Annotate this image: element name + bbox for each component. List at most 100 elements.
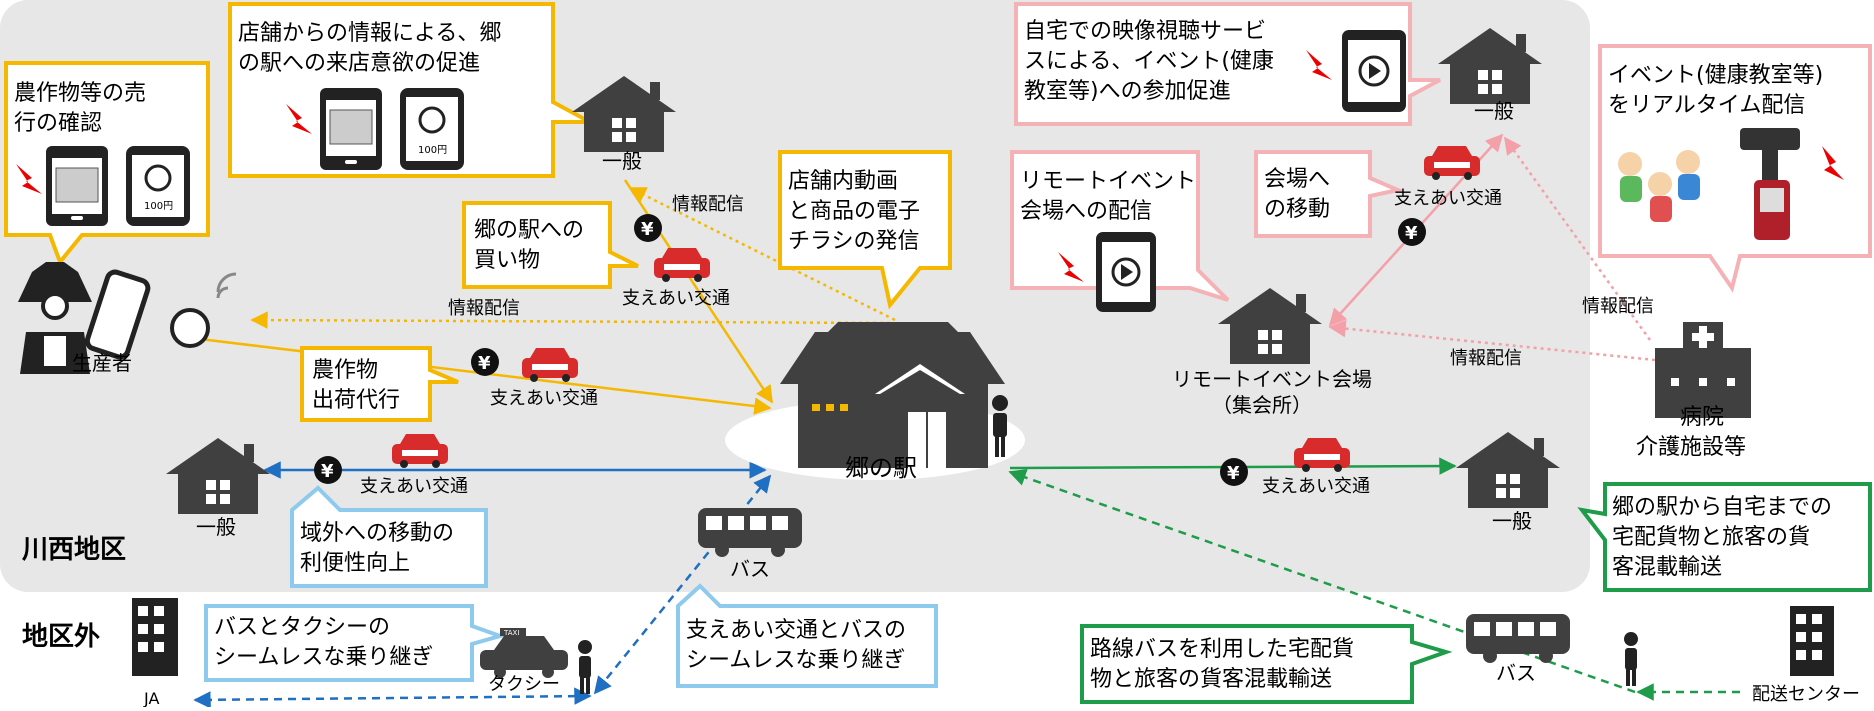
svg-text:店舗からの情報による、郷の駅への来店意欲の促進: 店舗からの情報による、郷の駅への来店意欲の促進 [238,21,501,76]
callout-outside-move-line2: 利便性向上 [300,551,410,576]
yen-icon: ¥ [1398,218,1426,246]
house-label: 一般 [196,515,236,539]
farmer-icon [18,262,92,374]
tablet-shop-icon [320,88,382,170]
callout-shop-video-line1: 店舗内動画 [788,169,898,194]
info-line-venue [1328,319,1656,362]
callout-bus-taxi-line2: シームレスな乗り継ぎ [214,645,433,670]
lightning-icon-3 [1306,50,1332,80]
delivery-center-icon [1790,606,1834,676]
support-transport-label: 支えあい交通 [360,476,468,497]
video-tablet-icon-2 [1096,232,1156,312]
callout-crop-ship-line2: 出荷代行 [312,388,400,413]
callout-shop-video-line3: チラシの発信 [788,229,920,254]
crop-ship-line [174,334,772,415]
callout-venue-move-line1: 会場へ [1264,167,1330,192]
callout-bus-taxi-line1: バスとタクシーの [214,615,390,640]
house-icon [1218,288,1322,364]
hospital-label-2: 介護施設等 [1636,435,1746,460]
yen-icon: ¥ [314,456,342,484]
kids-icon [1618,150,1700,222]
car-icon [522,348,578,382]
bus-icon-2 [1466,614,1570,663]
svg-text:自宅での映像視聴サービスによる、イベント(健康教室等)への参: 自宅での映像視聴サービスによる、イベント(健康教室等)への参加促進 [1024,19,1274,104]
svg-text:リモートイベント会場への配信: リモートイベント会場への配信 [1020,169,1196,224]
callout-shopping-line2: 買い物 [474,248,540,273]
support-transport-label: 支えあい交通 [490,388,598,409]
hospital-icon [1655,322,1751,418]
tablet-sales-icon [46,146,108,226]
callout-support-bus: 支えあい交通とバスのシームレスな乗り継ぎ [676,583,938,688]
smartphone-icon [84,269,151,360]
support-transport-label: 支えあい交通 [1262,476,1370,497]
cars: 支えあい交通¥支えあい交通¥支えあい交通¥支えあい交通¥支えあい交通¥ [314,146,1502,497]
venue-label-1: リモートイベント会場 [1172,367,1372,391]
callout-home-video-line1: 自宅での映像視聴サービ [1024,19,1266,44]
phone-price-icon: 100円 [126,146,190,226]
callout-realtime-line1: イベント(健康教室等) [1608,63,1823,88]
callout-support-bus-line2: シームレスな乗り継ぎ [686,648,905,673]
person-icon [992,395,1008,457]
car-icon [392,434,448,468]
route-bus-line [1008,468,1636,694]
price-label-2: 100円 [418,145,447,156]
svg-text:農作物出荷代行: 農作物出荷代行 [312,358,400,413]
ja-label: JA [143,689,159,707]
taxi-label: タクシー [488,674,560,695]
svg-text:¥: ¥ [641,219,654,240]
info-label-right: 情報配信 [1582,296,1654,317]
info-line-general-top [628,186,896,322]
signal-icon [216,272,237,299]
bus-label: バス [730,557,770,581]
svg-text:店舗内動画と商品の電子チラシの発信: 店舗内動画と商品の電子チラシの発信 [788,169,920,254]
info-label-top: 情報配信 [672,194,744,215]
taxi-sign: TAXI [503,629,519,637]
person-icon-3 [1624,632,1638,686]
callout-crop-ship: 農作物出荷代行 [300,346,459,422]
callout-venue-move-line2: の移動 [1264,197,1330,222]
callout-outside-move: 域外への移動の利便性向上 [290,485,488,588]
info-label-venue: 情報配信 [1450,348,1522,369]
svg-text:バスとタクシーのシームレスな乗り継ぎ: バスとタクシーのシームレスな乗り継ぎ [214,615,433,670]
lightning-icon [16,164,42,194]
callout-route-bus-line1: 路線バスを利用した宅配貨 [1090,637,1354,662]
callout-crop-sales-line1: 農作物等の売 [14,81,146,106]
house-label: 一般 [1474,99,1514,123]
lightning-icon-2 [286,104,312,134]
lightning-icon-5 [1822,146,1844,180]
camera-icon [1740,128,1800,240]
callout-route-bus: 路線バスを利用した宅配貨物と旅客の貨客混載輸送 [1080,624,1453,704]
house-label: 一般 [602,149,642,173]
callout-home-video-line2: スによる、イベント(健康 [1024,49,1274,74]
producer-label: 生産者 [72,351,132,375]
callout-support-bus-line1: 支えあい交通とバスの [686,618,906,643]
phone-shop-icon: 100円 [400,88,464,170]
station: 郷の駅 [725,322,1025,482]
support-transport-label: 支えあい交通 [622,288,730,309]
car-icon [1294,438,1350,472]
car-icon [654,248,710,282]
station-building-icon [780,322,1005,468]
info-label-producer: 情報配信 [448,298,520,319]
house-label: 一般 [1492,509,1532,533]
taxi-icon: TAXI [480,628,568,678]
svg-text:郷の駅から自宅までの宅配貨物と旅客の貨客混載輸送: 郷の駅から自宅までの宅配貨物と旅客の貨客混載輸送 [1612,495,1832,580]
ja-taxi-line [193,687,592,709]
callout-shop-info-line1: 店舗からの情報による、郷 [238,21,501,46]
callout-realtime: イベント(健康教室等)をリアルタイム配信 [1598,44,1872,293]
callout-delivery-home: 郷の駅から自宅までの宅配貨物と旅客の貨客混載輸送 [1577,482,1872,592]
svg-text:¥: ¥ [321,461,334,482]
callout-venue-move: 会場への移動 [1254,150,1405,238]
car-icon [1424,146,1480,180]
region-label-kawanishi: 川西地区 [22,535,126,565]
svg-text:農作物等の売行の確認: 農作物等の売行の確認 [14,81,146,136]
house-icon: 一般 [166,438,270,539]
callout-remote-event: リモートイベント会場への配信 [1010,150,1230,312]
callout-delivery-home-line1: 郷の駅から自宅までの [1612,495,1832,520]
delivery-center-label: 配送センター [1752,684,1860,705]
svg-text:¥: ¥ [478,353,491,374]
hospital: 病院 介護施設等 [1636,322,1751,460]
svg-text:イベント(健康教室等)をリアルタイム配信: イベント(健康教室等)をリアルタイム配信 [1608,63,1823,118]
